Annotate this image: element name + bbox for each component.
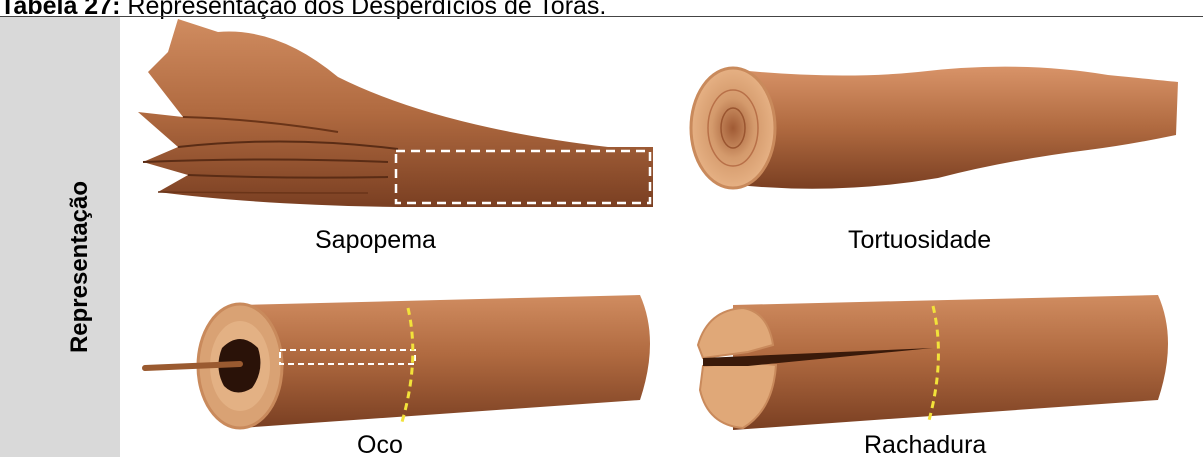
sapopema-illustration [138, 17, 658, 222]
tortuosidade-label: Tortuosidade [848, 226, 991, 255]
rachadura-illustration [688, 290, 1183, 440]
sapopema-label: Sapopema [315, 226, 436, 255]
rachadura-label: Rachadura [864, 431, 986, 460]
oco-label: Oco [357, 431, 403, 460]
oco-illustration [140, 290, 660, 440]
row-header-label: Representação [66, 181, 94, 353]
row-header-cell: Representação [0, 17, 120, 457]
tortuosidade-illustration [688, 60, 1183, 195]
